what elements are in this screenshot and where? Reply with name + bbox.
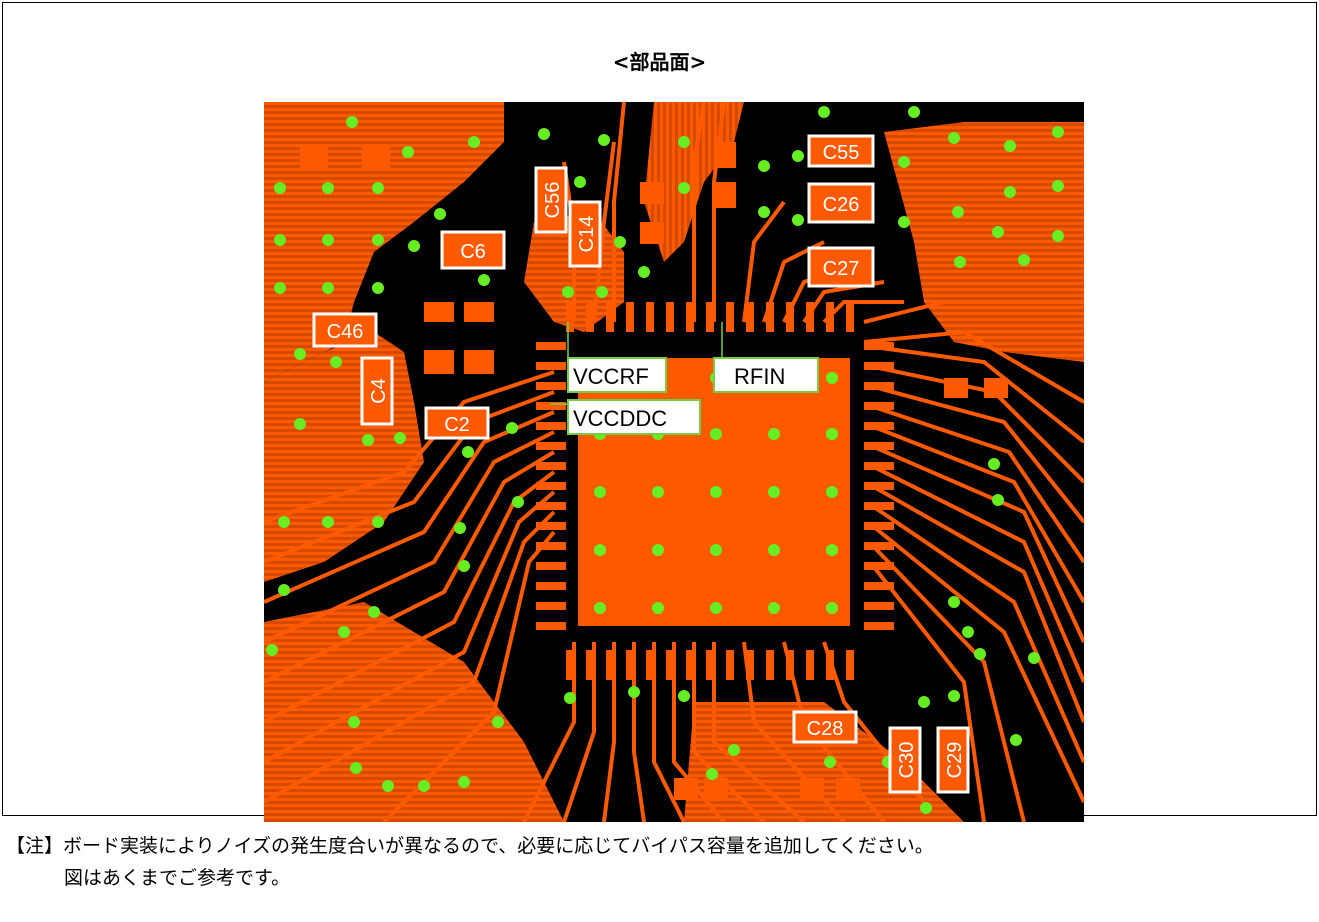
ic-pads-top [566, 302, 854, 332]
component-labels: C55 C26 C27 C6 C46 C2 C28 C56 C14 C4 C30… [312, 134, 970, 794]
pin-leader-lines [550, 322, 723, 405]
svg-text:C4: C4 [368, 378, 390, 404]
note-line-2: 図はあくまでご参考です。 [64, 867, 291, 889]
smd-pads [300, 142, 1008, 800]
ic-pads-left [536, 342, 566, 630]
pin-label-vccrf: VCCRF [567, 357, 667, 393]
svg-text:C14: C14 [576, 216, 598, 253]
page-title: <部品面> [612, 50, 707, 74]
label-c46: C46 [312, 312, 378, 348]
label-c2: C2 [424, 406, 490, 440]
svg-text:C28: C28 [807, 718, 844, 740]
label-c27: C27 [807, 246, 875, 288]
svg-text:C26: C26 [823, 194, 860, 216]
pin-label-rfin: RFIN [713, 357, 819, 393]
svg-text:C56: C56 [542, 182, 564, 219]
svg-text:C55: C55 [823, 142, 860, 164]
vias [266, 106, 1064, 814]
svg-text:C27: C27 [823, 258, 860, 280]
label-c26: C26 [807, 182, 875, 224]
label-c29: C29 [936, 726, 970, 794]
svg-text:VCCRF: VCCRF [573, 364, 649, 389]
label-c6: C6 [440, 230, 506, 270]
note-line-1: 【注】ボード実装によりノイズの発生度合いが異なるので、必要に応じてバイパス容量を… [6, 835, 934, 857]
pin-labels: VCCRF RFIN VCCDDC [567, 357, 819, 435]
svg-text:C30: C30 [896, 742, 918, 779]
label-c56: C56 [534, 166, 568, 234]
label-c55: C55 [807, 134, 875, 168]
pcb-layout: C55 C26 C27 C6 C46 C2 C28 C56 C14 C4 C30… [264, 102, 1084, 822]
label-c4: C4 [360, 356, 394, 426]
svg-text:C29: C29 [944, 742, 966, 779]
svg-text:RFIN: RFIN [734, 364, 785, 389]
svg-text:C46: C46 [327, 321, 364, 343]
svg-text:C2: C2 [444, 414, 470, 436]
label-c14: C14 [568, 200, 602, 268]
ic-pads-bottom [566, 650, 854, 680]
label-c28: C28 [792, 710, 858, 744]
svg-text:C6: C6 [460, 241, 486, 263]
note: 【注】ボード実装によりノイズの発生度合いが異なるので、必要に応じてバイパス容量を… [6, 830, 934, 894]
pin-label-vccddc: VCCDDC [567, 399, 701, 435]
label-c30: C30 [888, 726, 922, 794]
ic-pads-right [864, 342, 894, 630]
svg-text:VCCDDC: VCCDDC [573, 406, 667, 431]
